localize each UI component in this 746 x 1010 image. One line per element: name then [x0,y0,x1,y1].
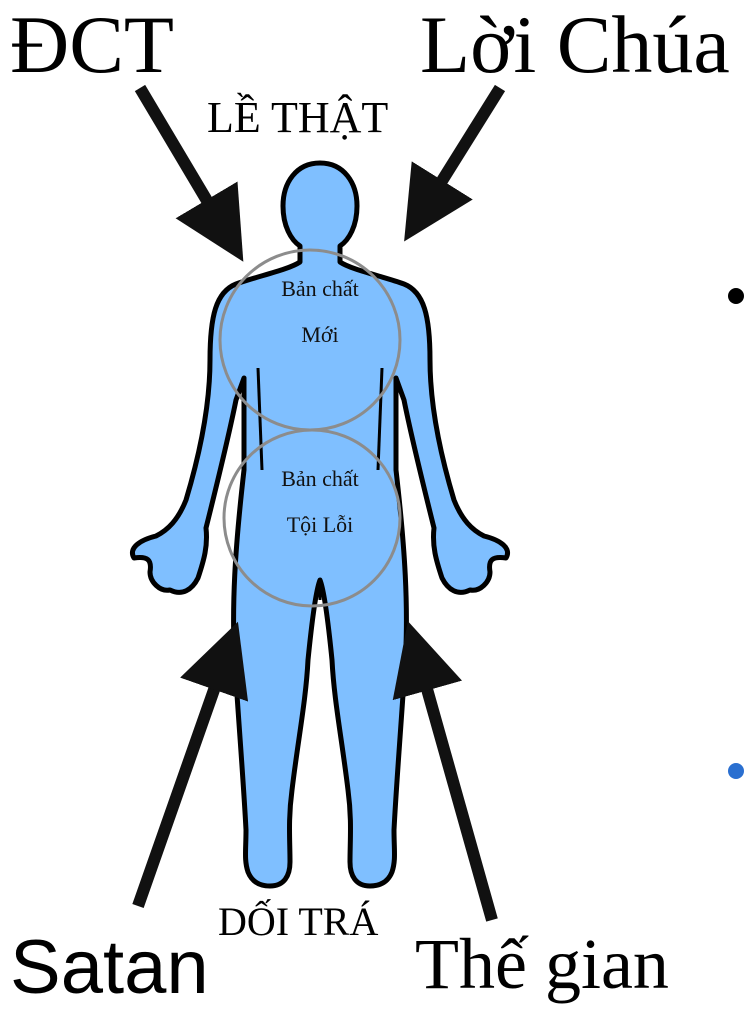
bullet-dot-2 [728,763,744,779]
label-loi-chua: Lời Chúa [420,4,730,86]
label-satan: Satan [10,930,209,1006]
sinful-nature-line1: Bản chất [240,466,400,492]
sinful-nature-line2: Tội Lỗi [240,512,400,538]
label-doi-tra: DỐI TRÁ [218,902,378,942]
label-dct: ĐCT [10,4,174,86]
bullet-dot-1 [728,288,744,304]
arrow-satan [138,650,228,906]
new-nature-line2: Mới [240,322,400,348]
label-the-gian: Thế gian [415,928,669,1000]
arrow-loi-chua [420,88,500,216]
new-nature-line1: Bản chất [240,276,400,302]
label-le-that: LỀ THẬT [207,96,388,140]
arrow-the-gian [416,650,492,920]
